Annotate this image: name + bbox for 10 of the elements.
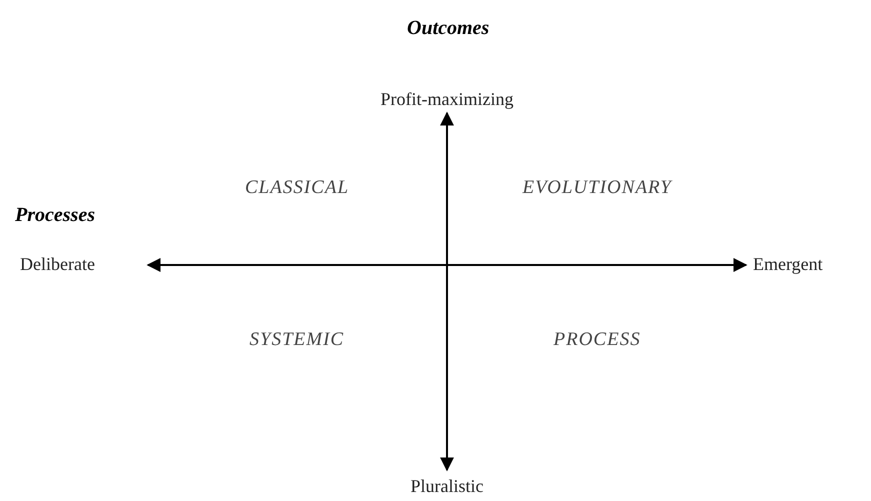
quadrant-label: CLASSICAL [245,178,350,198]
axis-end-label: Profit-maximizing [380,90,514,110]
axis-end-label: Pluralistic [410,477,484,497]
quadrant-label: SYSTEMIC [250,330,344,350]
axis-title: Processes [15,204,95,226]
quadrant-label: PROCESS [554,330,641,350]
quadrant-label: EVOLUTIONARY [522,178,672,198]
axis-end-label: Deliberate [20,255,95,275]
axis-title: Outcomes [407,17,490,39]
axis-end-label: Emergent [753,255,823,275]
